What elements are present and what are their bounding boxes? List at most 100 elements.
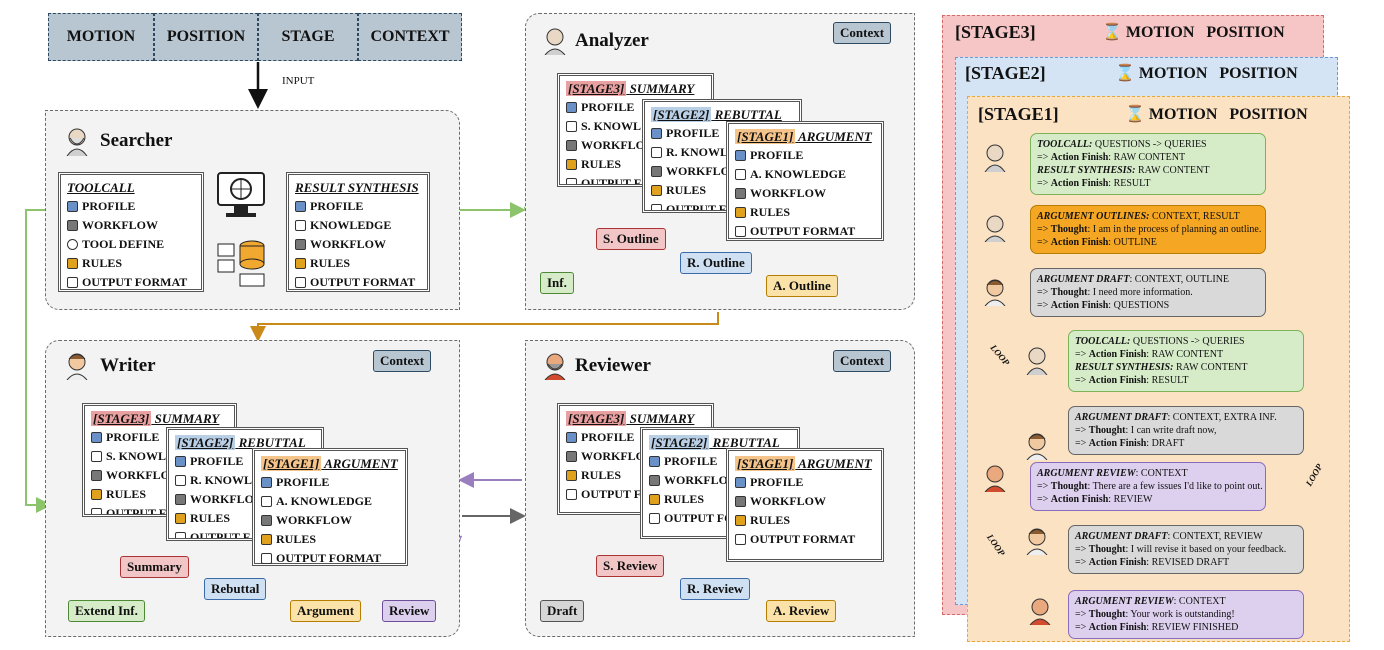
card-name: REBUTTAL <box>238 435 306 450</box>
bubble-text: => <box>1037 237 1051 248</box>
bubble-text: Thought <box>1050 224 1088 235</box>
workflow-icon <box>651 166 662 177</box>
workflow-icon <box>566 140 577 151</box>
bubble-text: Thought <box>1088 609 1126 620</box>
item-label: OUTPUT FORMAT <box>276 551 382 565</box>
bubble-line: => Action Finish: DRAFT <box>1075 437 1297 450</box>
bubble-line: TOOLCALL: QUESTIONS -> QUERIES <box>1075 335 1297 348</box>
bubble-text: => <box>1075 349 1089 360</box>
reviewer-avatar <box>984 465 1006 492</box>
bubble-6: ARGUMENT DRAFT: CONTEXT, REVIEW=> Though… <box>1068 525 1304 574</box>
item-label: WORKFLOW <box>276 513 353 527</box>
bubble-text: => <box>1037 287 1051 298</box>
stage-label: [STAGE3] <box>566 81 627 96</box>
item-label: PROFILE <box>82 199 136 213</box>
item-label: PROFILE <box>190 454 244 468</box>
bubble-text: Action Finish <box>1088 557 1147 568</box>
bubble-text: RESULT SYNTHESIS: <box>1075 362 1174 373</box>
bubble-text: : RAW CONTENT <box>1108 152 1186 163</box>
bubble-text: ARGUMENT REVIEW <box>1075 596 1174 607</box>
item-label: PROFILE <box>750 475 804 489</box>
item-label: WORKFLO <box>190 492 255 506</box>
bubble-line: => Action Finish: REVIEW <box>1037 493 1259 506</box>
rules-icon <box>649 494 660 505</box>
reviewer-card-stage1: [STAGE1] ARGUMENT PROFILE WORKFLOW RULES… <box>726 448 884 562</box>
knowledge-icon <box>91 451 102 462</box>
bubble-text: Action Finish <box>1050 237 1109 248</box>
bubble-line: => Action Finish: OUTLINE <box>1037 236 1259 249</box>
bubble-text: => <box>1037 481 1051 492</box>
bubble-line: RESULT SYNTHESIS: RAW CONTENT <box>1075 361 1297 374</box>
output-format-icon <box>261 553 272 564</box>
item-label: RULES <box>666 183 707 197</box>
bubble-text: ARGUMENT DRAFT <box>1037 274 1130 285</box>
item-label: WORKFLO <box>664 473 729 487</box>
profile-icon <box>261 477 272 488</box>
bubble-text: Action Finish <box>1088 438 1147 449</box>
bubble-line: => Action Finish: REVIEW FINISHED <box>1075 621 1297 634</box>
workflow-icon <box>649 475 660 486</box>
item-label: TOOL DEFINE <box>82 237 165 251</box>
reviewer-title: Reviewer <box>575 355 651 376</box>
workflow-icon <box>295 239 306 250</box>
bubble-text: : Your work is outstanding! <box>1125 609 1235 620</box>
item-label: OUTPUT FORMAT <box>310 275 416 289</box>
stage-label: [STAGE3] <box>566 411 627 426</box>
stage-label: [STAGE1] <box>735 129 796 144</box>
item-label: WORKFLOW <box>750 186 827 200</box>
bubble-line: ARGUMENT REVIEW: CONTEXT <box>1075 595 1297 608</box>
bubble-text: : There are a few issues I'd like to poi… <box>1087 481 1263 492</box>
draft-tag: Draft <box>540 600 585 622</box>
argument-tag: Argument <box>290 600 362 622</box>
synthesis-title: RESULT SYNTHESIS <box>295 180 419 195</box>
bubble-text: RAW CONTENT <box>1173 362 1248 373</box>
item-label: RULES <box>276 532 317 546</box>
r-review-tag: R. Review <box>680 578 751 600</box>
bubble-text: : RESULT <box>1108 178 1151 189</box>
rebuttal-tag: Rebuttal <box>204 578 267 600</box>
bubble-text: TOOLCALL: <box>1037 139 1093 150</box>
bubble-text: ARGUMENT REVIEW <box>1037 468 1136 479</box>
rules-icon <box>91 489 102 500</box>
bubble-2: ARGUMENT DRAFT: CONTEXT, OUTLINE=> Thoug… <box>1030 268 1266 317</box>
s-outline-tag: S. Outline <box>596 228 666 250</box>
item-label: WORKFLO <box>106 468 171 482</box>
rules-icon <box>175 513 186 524</box>
analyzer-to-writer-arrow <box>250 312 719 342</box>
bubble-line: => Action Finish: RESULT <box>1075 374 1297 387</box>
writer-title: Writer <box>100 355 156 376</box>
bubble-line: => Action Finish: REVISED DRAFT <box>1075 556 1297 569</box>
stage-label: [STAGE1] <box>261 456 322 471</box>
bubble-line: ARGUMENT DRAFT: CONTEXT, OUTLINE <box>1037 273 1259 286</box>
output-format-icon <box>735 534 746 545</box>
stage3-label: [STAGE3] <box>955 22 1036 42</box>
output-format-icon <box>651 204 662 210</box>
stage1-label: [STAGE1] <box>978 104 1059 124</box>
card-name: SUMMARY <box>154 411 220 426</box>
bubble-text: : I will revise it based on your feedbac… <box>1125 544 1287 555</box>
item-label: OUTPUT F <box>190 530 251 541</box>
writer-avatar <box>984 279 1006 306</box>
stage2-label: [STAGE2] <box>965 63 1046 83</box>
item-label: PROFILE <box>664 454 718 468</box>
searcher-avatar <box>66 128 88 156</box>
bubble-text: => <box>1075 375 1089 386</box>
analyzer-avatar <box>984 215 1006 242</box>
output-format-icon <box>91 508 102 514</box>
bubble-text: : I need more information. <box>1087 287 1193 298</box>
bubble-text: QUESTIONS -> QUERIES <box>1092 139 1207 150</box>
bubble-text: Action Finish <box>1050 300 1109 311</box>
item-label: RULES <box>106 487 147 501</box>
writer-avatar <box>66 353 88 380</box>
reviewer-avatar <box>1029 598 1051 625</box>
profile-icon <box>651 128 662 139</box>
card-name: ARGUMENT <box>798 456 872 471</box>
item-label: PROFILE <box>276 475 330 489</box>
item-label: OUTPUT FORMAT <box>750 224 856 238</box>
extend-inf-tag: Extend Inf. <box>68 600 145 622</box>
profile-icon <box>566 102 577 113</box>
bubble-text: => <box>1037 178 1051 189</box>
knowledge-icon <box>175 475 186 486</box>
item-label: OUTPUT FORMAT <box>82 275 188 289</box>
item-label: PROFILE <box>310 199 364 213</box>
